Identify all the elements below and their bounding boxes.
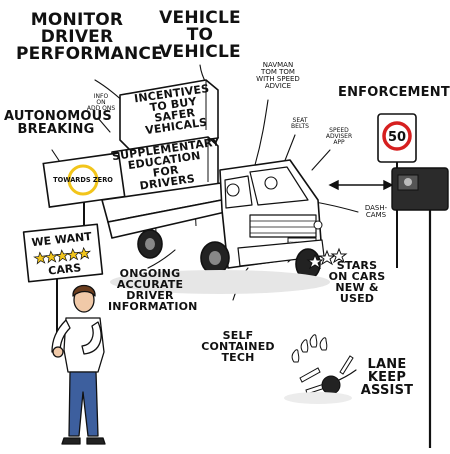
label-seat-belts: SEAT BELTS [291,117,309,130]
camera-lens [404,178,412,186]
star-icon [318,249,336,266]
star-icon [306,253,324,270]
label-self-contained-tech: SELF CONTAINED TECH [201,329,275,364]
driver-head [264,176,278,190]
star-icon [330,247,348,264]
label-info-on-add-ons: INFO ON ADD ONS [86,93,116,112]
speed-camera: 50 [377,113,449,448]
placard-stars [33,246,92,265]
label-ongoing-info: ONGOING ACCURATE DRIVER INFORMATION [108,267,198,313]
leader-navman [254,99,269,166]
passenger-head [226,183,240,197]
label-stars-on-cars: STARS ON CARS NEW & USED [328,259,386,305]
label-lane-keep-assist: LANE KEEP ASSIST [360,357,414,398]
person-shoe-left [61,437,81,445]
person-trousers [68,371,99,437]
bowling-ball-icon [321,375,341,395]
enforcement-arrow [328,179,394,191]
person-shoe-right [86,437,106,445]
bowling-pin-icon [300,339,309,353]
towards-zero-sign-text: TOWARDS ZERO [53,176,113,184]
person [22,223,106,445]
leader-speedapp [311,149,331,171]
label-speed-adviser-app: SPEED ADVISER APP [325,127,353,146]
label-dash-cams: DASH- CAMS [364,204,388,219]
leader-info [97,117,111,133]
speed-limit-number: 50 [388,130,406,145]
person-hair [72,284,96,297]
leader-ongoing [147,249,176,269]
stars-group [306,247,348,270]
label-navman: NAVMAN TOM TOM WITH SPEED ADVICE [256,61,300,90]
towards-zero-sign: TOWARDS ZERO [42,152,126,232]
bowling-pin-icon [319,337,328,351]
person-arm-right [81,321,102,355]
bowling-pin-icon [291,349,300,363]
placard-line1: WE WANT [31,230,93,249]
bowling-pin-icon [309,334,318,348]
truck: TOWARDS ZERO [101,79,330,294]
star-icon [76,246,92,261]
placard-content: WE WANT CARS [31,230,93,278]
truck-grille [249,214,317,238]
bowling-pins [284,334,354,404]
truck-windscreen [249,166,309,206]
label-monitor-driver-performance: MONITOR DRIVER PERFORMANCE [16,10,163,64]
bowling-pin-icon [339,355,354,375]
placard-line2: CARS [48,261,82,277]
speed-sign-ring [382,121,412,151]
label-autonomous-breaking: AUTONOMOUS BREAKING [4,109,112,137]
person-hand [52,346,64,358]
bowling-pin-icon [299,367,321,383]
label-enforcement: ENFORCEMENT [338,85,450,100]
label-vehicle-to-vehicle: VEHICLE TO VEHICLE [159,8,241,62]
